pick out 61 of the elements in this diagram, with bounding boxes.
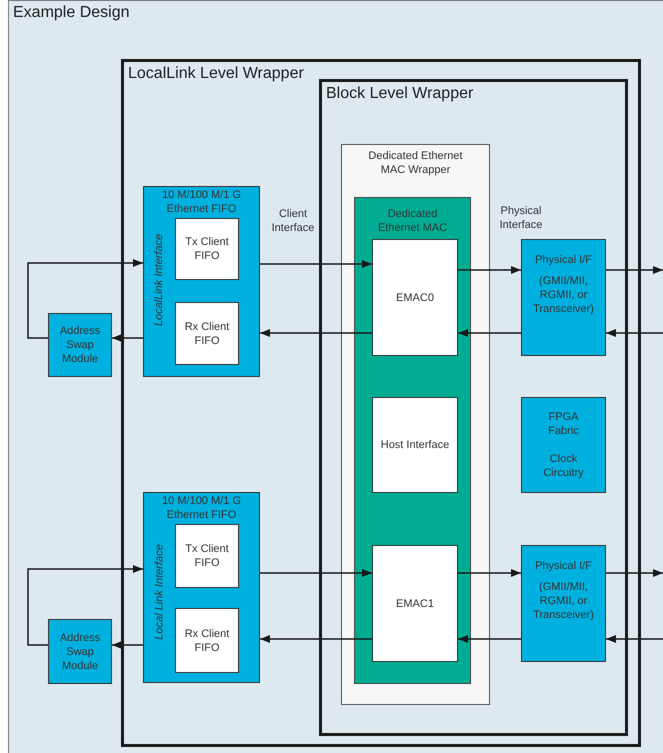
box-label: Dedicated Ethernet MAC Wrapper — [367, 149, 464, 177]
module-box — [175, 524, 239, 588]
arrow — [606, 635, 663, 643]
box-label: 10 M/100 M/1 G Ethernet FIFO — [161, 188, 242, 216]
box-label: 10 M/100 M/1 G Ethernet FIFO — [161, 494, 242, 522]
arrow — [458, 266, 521, 274]
vertical-label: Local Link Interface — [153, 544, 166, 640]
box-label: Host Interface — [380, 438, 450, 452]
box-label: (GMII/MII, RGMII, or Transceiver) — [532, 274, 595, 316]
module-box — [354, 197, 471, 684]
box-label: Physical I/F — [535, 559, 592, 573]
module-box — [341, 144, 490, 705]
module-box — [143, 492, 260, 683]
box-label: (GMII/MII, RGMII, or Transceiver) — [532, 580, 595, 622]
frame-title: LocalLink Level Wrapper — [128, 64, 304, 84]
module-box — [143, 186, 260, 377]
module-box — [521, 545, 606, 662]
wrapper-frame — [319, 79, 628, 736]
box-label: FPGA Fabric — [547, 410, 580, 438]
frame-title: Example Design — [13, 3, 130, 23]
module-box — [372, 545, 458, 662]
wrapper-frame — [121, 59, 641, 747]
vertical-label: LocalLink Interface — [153, 234, 166, 326]
frame-title: Block Level Wrapper — [326, 84, 474, 104]
box-label: Address Swap Module — [58, 324, 102, 366]
arrow — [606, 569, 663, 577]
module-box — [175, 302, 239, 365]
arrow — [260, 260, 372, 268]
interface-label: Client Interface — [270, 207, 316, 235]
arrow — [606, 329, 663, 337]
box-label: Tx Client FIFO — [184, 542, 230, 570]
arrow — [27, 259, 143, 339]
box-label: Clock Circuitry — [542, 452, 585, 480]
module-box — [372, 239, 458, 356]
box-label: EMAC1 — [396, 596, 434, 610]
arrow — [260, 569, 372, 577]
wrapper-frame — [8, 0, 663, 753]
box-label: Rx Client FIFO — [184, 626, 230, 654]
module-box — [48, 313, 112, 377]
arrow — [458, 569, 521, 577]
arrow — [260, 635, 372, 643]
module-box — [521, 239, 606, 356]
arrow — [458, 329, 521, 337]
arrow — [112, 641, 143, 649]
box-label: Rx Client FIFO — [184, 320, 230, 348]
interface-label: Physical Interface — [498, 204, 544, 232]
module-box — [372, 397, 458, 493]
arrow — [27, 565, 143, 646]
box-label: EMAC0 — [396, 290, 434, 304]
arrow — [260, 329, 372, 337]
module-box — [48, 619, 112, 684]
module-box — [175, 218, 239, 280]
box-label: Dedicated Ethernet MAC — [376, 207, 448, 235]
arrow — [112, 334, 143, 342]
module-box — [175, 608, 239, 673]
box-label: Physical I/F — [535, 253, 592, 267]
box-label: Address Swap Module — [58, 630, 102, 672]
box-label: Tx Client FIFO — [184, 235, 230, 263]
module-box — [521, 397, 606, 493]
arrow — [606, 266, 663, 274]
arrow — [458, 635, 521, 643]
